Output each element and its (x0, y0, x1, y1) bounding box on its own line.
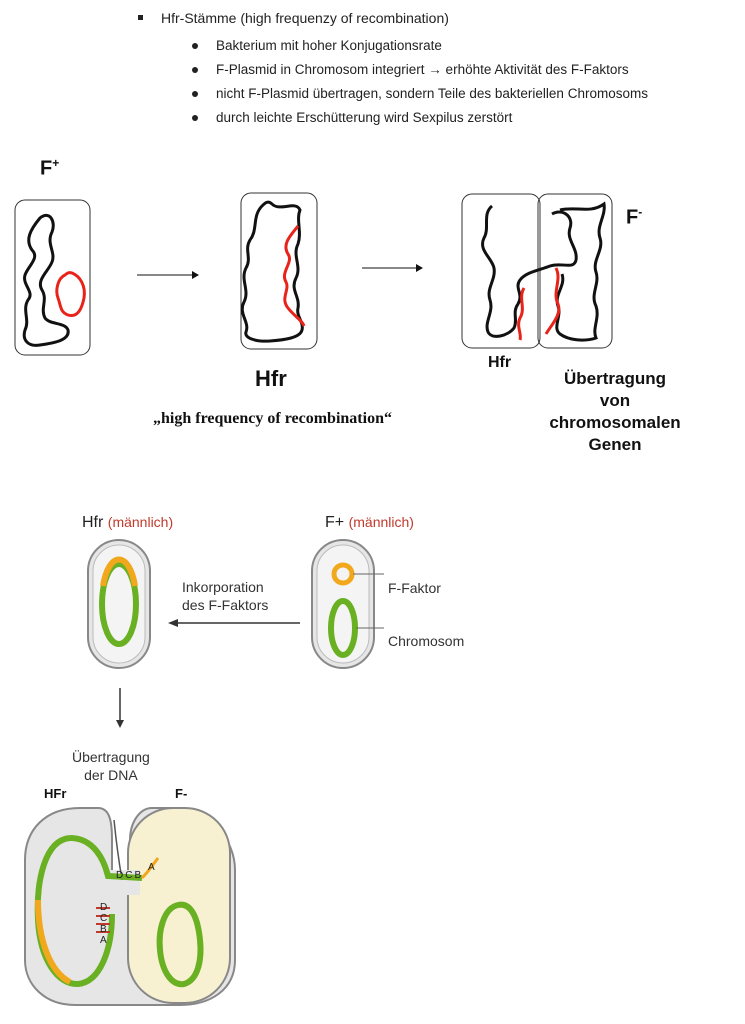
sub-bullet-item: durch leichte Erschütterung wird Sexpilu… (188, 106, 648, 130)
fplus-factor-orange (331, 562, 355, 586)
incorporation-arrow-head (168, 619, 178, 627)
transfer-dna-strand (140, 857, 160, 880)
sub-bullet-list: Bakterium mit hoher Konjugationsrate F-P… (188, 34, 648, 130)
hfr-transfer-strand (69, 835, 143, 881)
main-bullet: Hfr-Stämme (high frequenzy of recombinat… (138, 10, 449, 26)
incorporation-label: Inkorporation des F-Faktors (182, 579, 269, 613)
square-bullet-icon (138, 14, 143, 20)
hfr-title: Hfr (männlich) (82, 514, 174, 531)
hfr-chromosome (240, 200, 304, 343)
fminus-label: F- (626, 205, 643, 229)
hfr-cap: HFr (44, 786, 67, 801)
transfer-dna-label: Übertragung der DNA (72, 749, 150, 783)
fplus-chromosome (22, 213, 70, 347)
conjugation-hfr-cell (461, 193, 541, 349)
fplus-title: F+ (männlich) (325, 514, 414, 531)
hfr-integrated-factor-orange (100, 556, 138, 587)
sub-bullet-item: Bakterium mit hoher Konjugationsrate (188, 34, 648, 58)
gene-letters-side: D C B A (100, 902, 108, 946)
sub-bullet-item: F-Plasmid in Chromosom integriert → erhö… (188, 58, 648, 82)
gene-stripes (96, 907, 110, 933)
ffaktor-label: F-Faktor (388, 580, 441, 596)
sub-bullet-item: nicht F-Plasmid übertragen, sondern Teil… (188, 82, 648, 106)
hfr-label-small: Hfr (488, 354, 512, 371)
arrow-2-head (416, 264, 423, 272)
hfr-label-large: Hfr (255, 366, 287, 391)
fplus-plasmid (55, 271, 86, 318)
hfr-integrated-factor (283, 225, 306, 327)
fplus-label: F+ (40, 156, 60, 180)
conjugation-hfr-red-segment (517, 287, 526, 341)
hfr-cell (240, 192, 318, 350)
hfr-chromosome-green (99, 561, 139, 647)
conjugation-fminus-red-segment (544, 267, 561, 335)
caption-high-frequency: „high frequency of recombination“ (153, 410, 392, 427)
chromosom-label: Chromosom (388, 633, 465, 649)
hfr-conjugation-orange (35, 899, 72, 985)
main-bullet-text: Hfr-Stämme (high frequenzy of recombinat… (161, 10, 449, 26)
down-arrow-head (116, 720, 124, 728)
gene-letter-a-top: A (148, 862, 155, 873)
transfer-genes-label: Übertragung von chromosomalen Genen (549, 369, 681, 454)
fplus-chromosome-green (328, 598, 358, 658)
arrow-1-head (192, 271, 199, 279)
fminus-chromosome-green (156, 901, 204, 988)
gene-letters-top: DCB (116, 870, 144, 881)
conjugation-hfr-chromosome (481, 204, 578, 338)
fminus-cap: F- (175, 786, 188, 801)
fplus-cell (14, 199, 91, 356)
conjugation-fminus-chromosome (555, 201, 606, 342)
